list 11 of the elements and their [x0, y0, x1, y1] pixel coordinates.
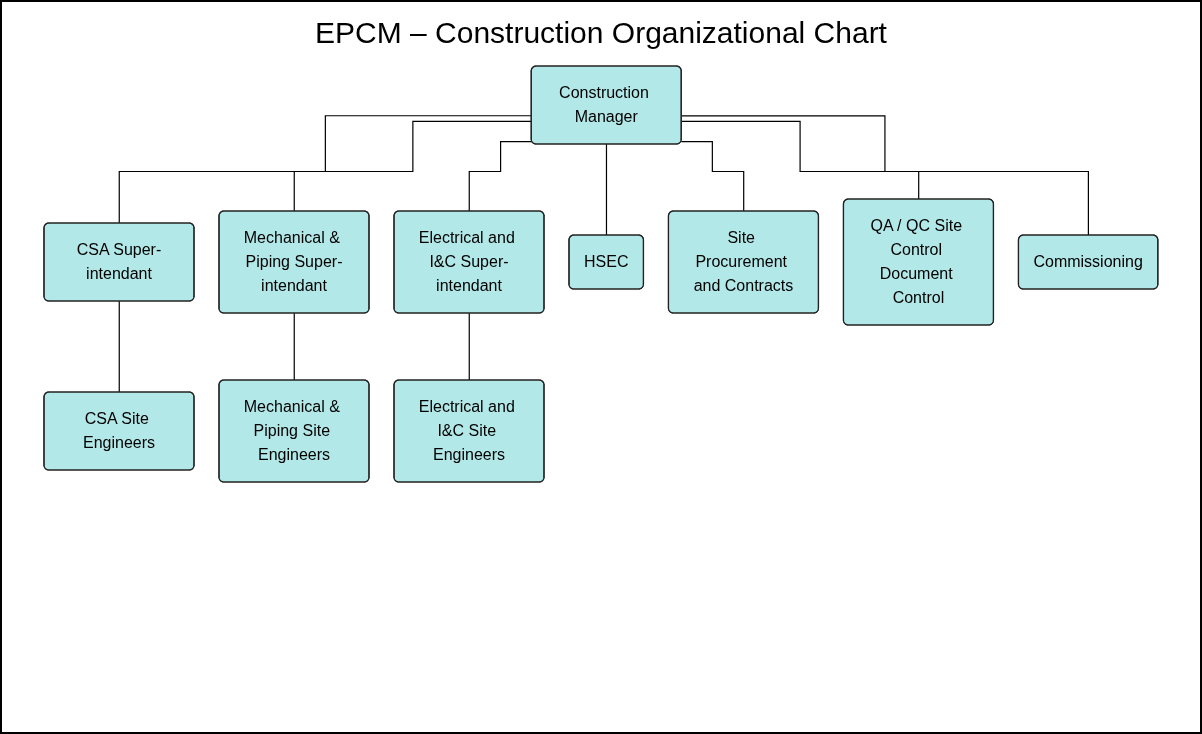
- connector: [118, 115, 533, 225]
- connector: [680, 141, 745, 213]
- connector: [605, 143, 608, 237]
- connector: [468, 312, 471, 382]
- connector: [293, 312, 296, 382]
- connector: [293, 120, 533, 213]
- connector: [681, 120, 920, 201]
- connector: [681, 115, 1090, 237]
- chart-title: EPCM – Construction Organizational Chart: [315, 16, 887, 50]
- connector: [468, 141, 533, 213]
- connector: [118, 300, 121, 394]
